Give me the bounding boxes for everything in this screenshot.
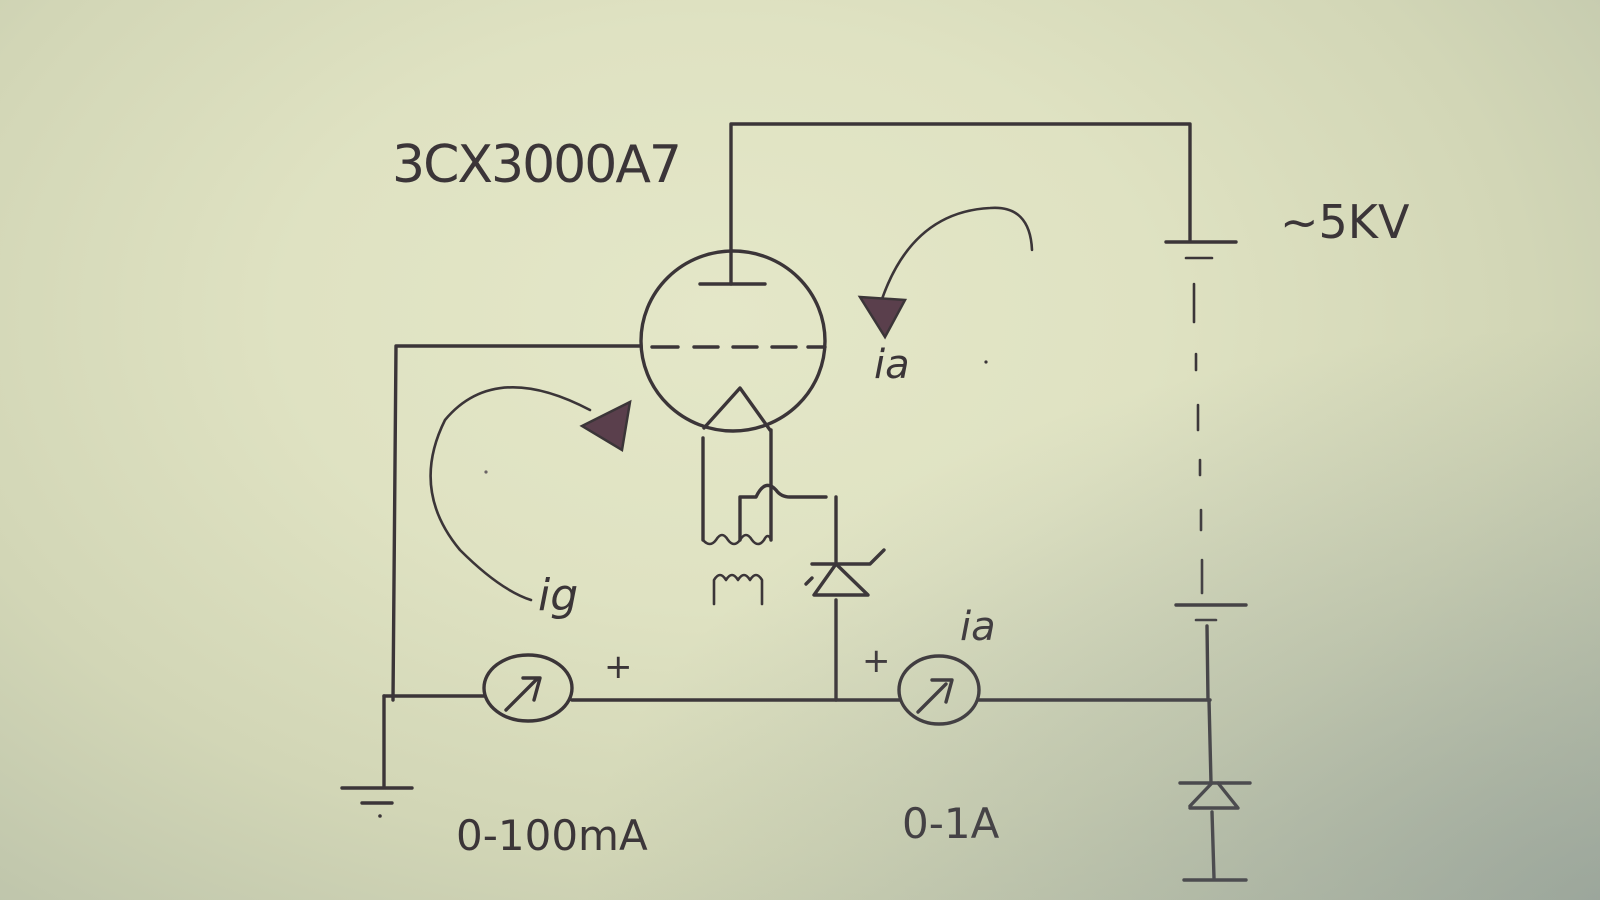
tube-envelope — [639, 249, 827, 433]
ink-speck — [984, 360, 988, 364]
triode-tube — [639, 248, 827, 433]
meter-rail — [382, 694, 1212, 702]
filament-transformer — [701, 533, 773, 606]
grid-ammeter — [482, 653, 574, 723]
zener-diode — [804, 495, 886, 702]
anode-meter-range-label: 0-1A — [902, 799, 1000, 848]
tube-model-label: 3CX3000A7 — [392, 135, 680, 195]
filament-leads — [701, 428, 828, 542]
anode-meter-current-label: ia — [960, 604, 996, 650]
anode-current-arrow-label: ia — [874, 342, 910, 388]
anode-meter-plus-label: + — [862, 641, 891, 681]
grid-meter-plus-label: + — [604, 647, 633, 687]
supply-voltage-label: ~5KV — [1280, 195, 1410, 249]
tube-filament — [702, 386, 772, 432]
grid-wire — [391, 344, 643, 702]
anode-ammeter — [897, 654, 981, 726]
ground-left — [340, 694, 414, 818]
protection-diode — [1178, 698, 1252, 882]
anode-current-arrow — [857, 206, 1034, 340]
hv-battery — [1164, 240, 1248, 702]
anode-supply-wire — [729, 122, 1192, 252]
ink-speck — [484, 470, 488, 474]
grid-current-arrow — [429, 386, 632, 602]
grid-meter-range-label: 0-100mA — [456, 811, 648, 860]
grid-current-label: ig — [538, 570, 578, 621]
